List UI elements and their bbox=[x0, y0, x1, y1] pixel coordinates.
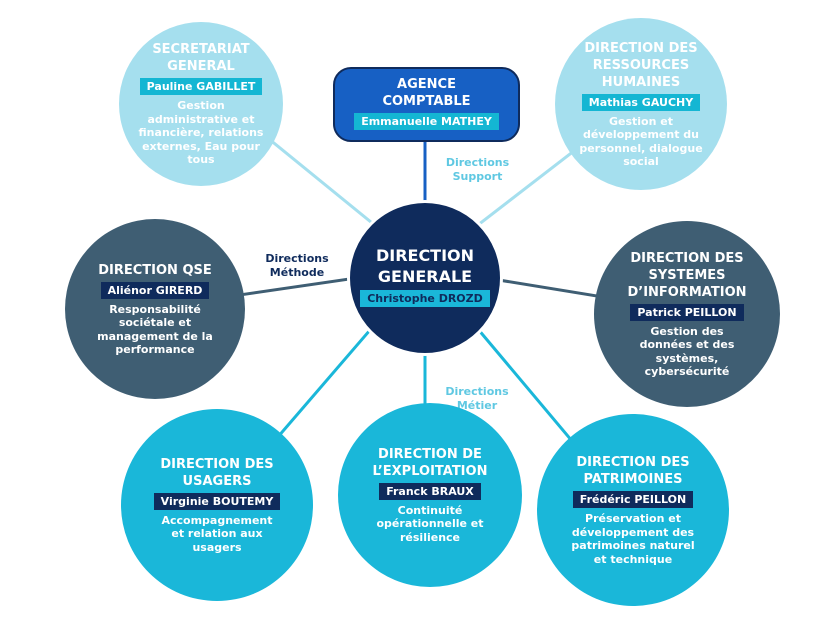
node-description: Continuité opérationnelle et résilience bbox=[376, 503, 484, 544]
node-direction-qse: DIRECTION QSE Aliénor GIRERD Responsabil… bbox=[65, 219, 245, 399]
node-description: Gestion des données et des systèmes, cyb… bbox=[639, 324, 735, 379]
node-title: DIRECTION DES RESSOURCES HUMAINES bbox=[584, 40, 698, 90]
node-description: Accompagnement et relation aux usagers bbox=[161, 513, 273, 554]
node-description: Préservation et développement des patrim… bbox=[571, 512, 695, 566]
node-description: Gestion administrative et financière, re… bbox=[138, 99, 264, 167]
node-person: Virginie BOUTEMY bbox=[153, 492, 281, 510]
node-title: DIRECTION DES USAGERS bbox=[160, 456, 274, 489]
node-title: DIRECTION DES SYSTEMES D’INFORMATION bbox=[627, 250, 747, 300]
node-title: DIRECTION QSE bbox=[98, 262, 212, 278]
node-direction-rh: DIRECTION DES RESSOURCES HUMAINES Mathia… bbox=[555, 18, 727, 190]
node-direction-generale: DIRECTION GENERALE Christophe DROZD bbox=[347, 200, 503, 356]
node-agence-comptable: AGENCE COMPTABLE Emmanuelle MATHEY bbox=[333, 67, 520, 142]
node-title: DIRECTION DE L’EXPLOITATION bbox=[372, 446, 488, 479]
node-direction-si: DIRECTION DES SYSTEMES D’INFORMATION Pat… bbox=[594, 221, 780, 407]
node-person: Franck BRAUX bbox=[379, 482, 481, 500]
node-direction-patrimoines: DIRECTION DES PATRIMOINES Frédéric PEILL… bbox=[537, 414, 729, 606]
node-description: Responsabilité sociétale et management d… bbox=[97, 302, 213, 357]
node-person: Christophe DROZD bbox=[360, 290, 490, 307]
group-label-support: Directions Support bbox=[445, 156, 510, 183]
node-person: Pauline GABILLET bbox=[139, 78, 263, 96]
node-person: Frédéric PEILLON bbox=[572, 491, 694, 508]
group-label-methode: Directions Méthode bbox=[265, 252, 329, 279]
group-label-metier: Directions Métier bbox=[445, 385, 509, 412]
node-description: Gestion et développement du personnel, d… bbox=[579, 114, 703, 169]
node-person: Aliénor GIRERD bbox=[100, 281, 210, 299]
node-direction-usagers: DIRECTION DES USAGERS Virginie BOUTEMY A… bbox=[121, 409, 313, 601]
node-title: AGENCE COMPTABLE bbox=[382, 76, 471, 109]
node-title: SECRETARIAT GENERAL bbox=[152, 42, 250, 75]
node-person: Patrick PEILLON bbox=[630, 303, 744, 321]
node-title: DIRECTION GENERALE bbox=[375, 246, 475, 286]
node-direction-exploitation: DIRECTION DE L’EXPLOITATION Franck BRAUX… bbox=[338, 403, 522, 587]
node-person: Emmanuelle MATHEY bbox=[354, 112, 499, 130]
node-secretariat-general: SECRETARIAT GENERAL Pauline GABILLET Ges… bbox=[119, 22, 283, 186]
node-title: DIRECTION DES PATRIMOINES bbox=[576, 455, 690, 487]
node-person: Mathias GAUCHY bbox=[581, 93, 701, 111]
